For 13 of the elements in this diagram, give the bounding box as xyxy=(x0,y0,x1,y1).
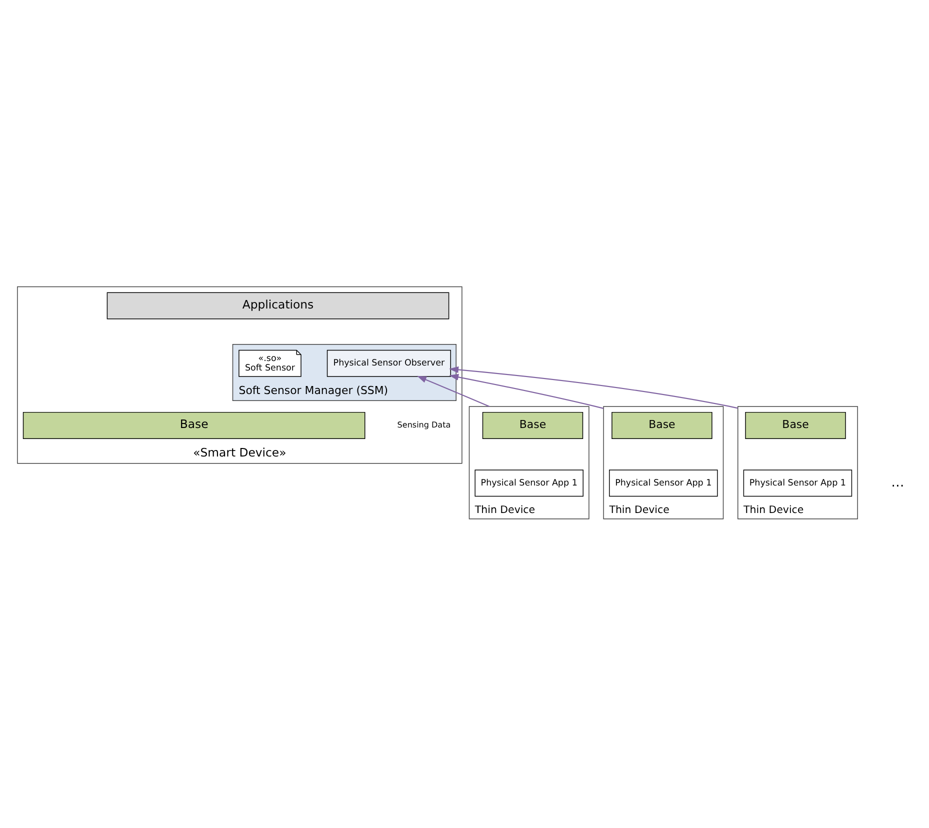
arrow xyxy=(449,366,738,409)
node-box: Physical Sensor App 1 xyxy=(743,470,852,497)
node-box: Applications xyxy=(106,292,450,320)
label: … xyxy=(891,475,904,490)
node-box: Base xyxy=(612,412,712,439)
node-box: Base xyxy=(482,412,584,439)
node-box: Base xyxy=(745,412,846,439)
node-box: Base xyxy=(22,412,366,439)
arrow xyxy=(416,376,490,407)
node-box: Physical Sensor Observer xyxy=(326,350,451,377)
node-box: Physical Sensor App 1 xyxy=(609,470,718,497)
node-box: Physical Sensor App 1 xyxy=(474,470,584,497)
arrow xyxy=(449,374,604,409)
